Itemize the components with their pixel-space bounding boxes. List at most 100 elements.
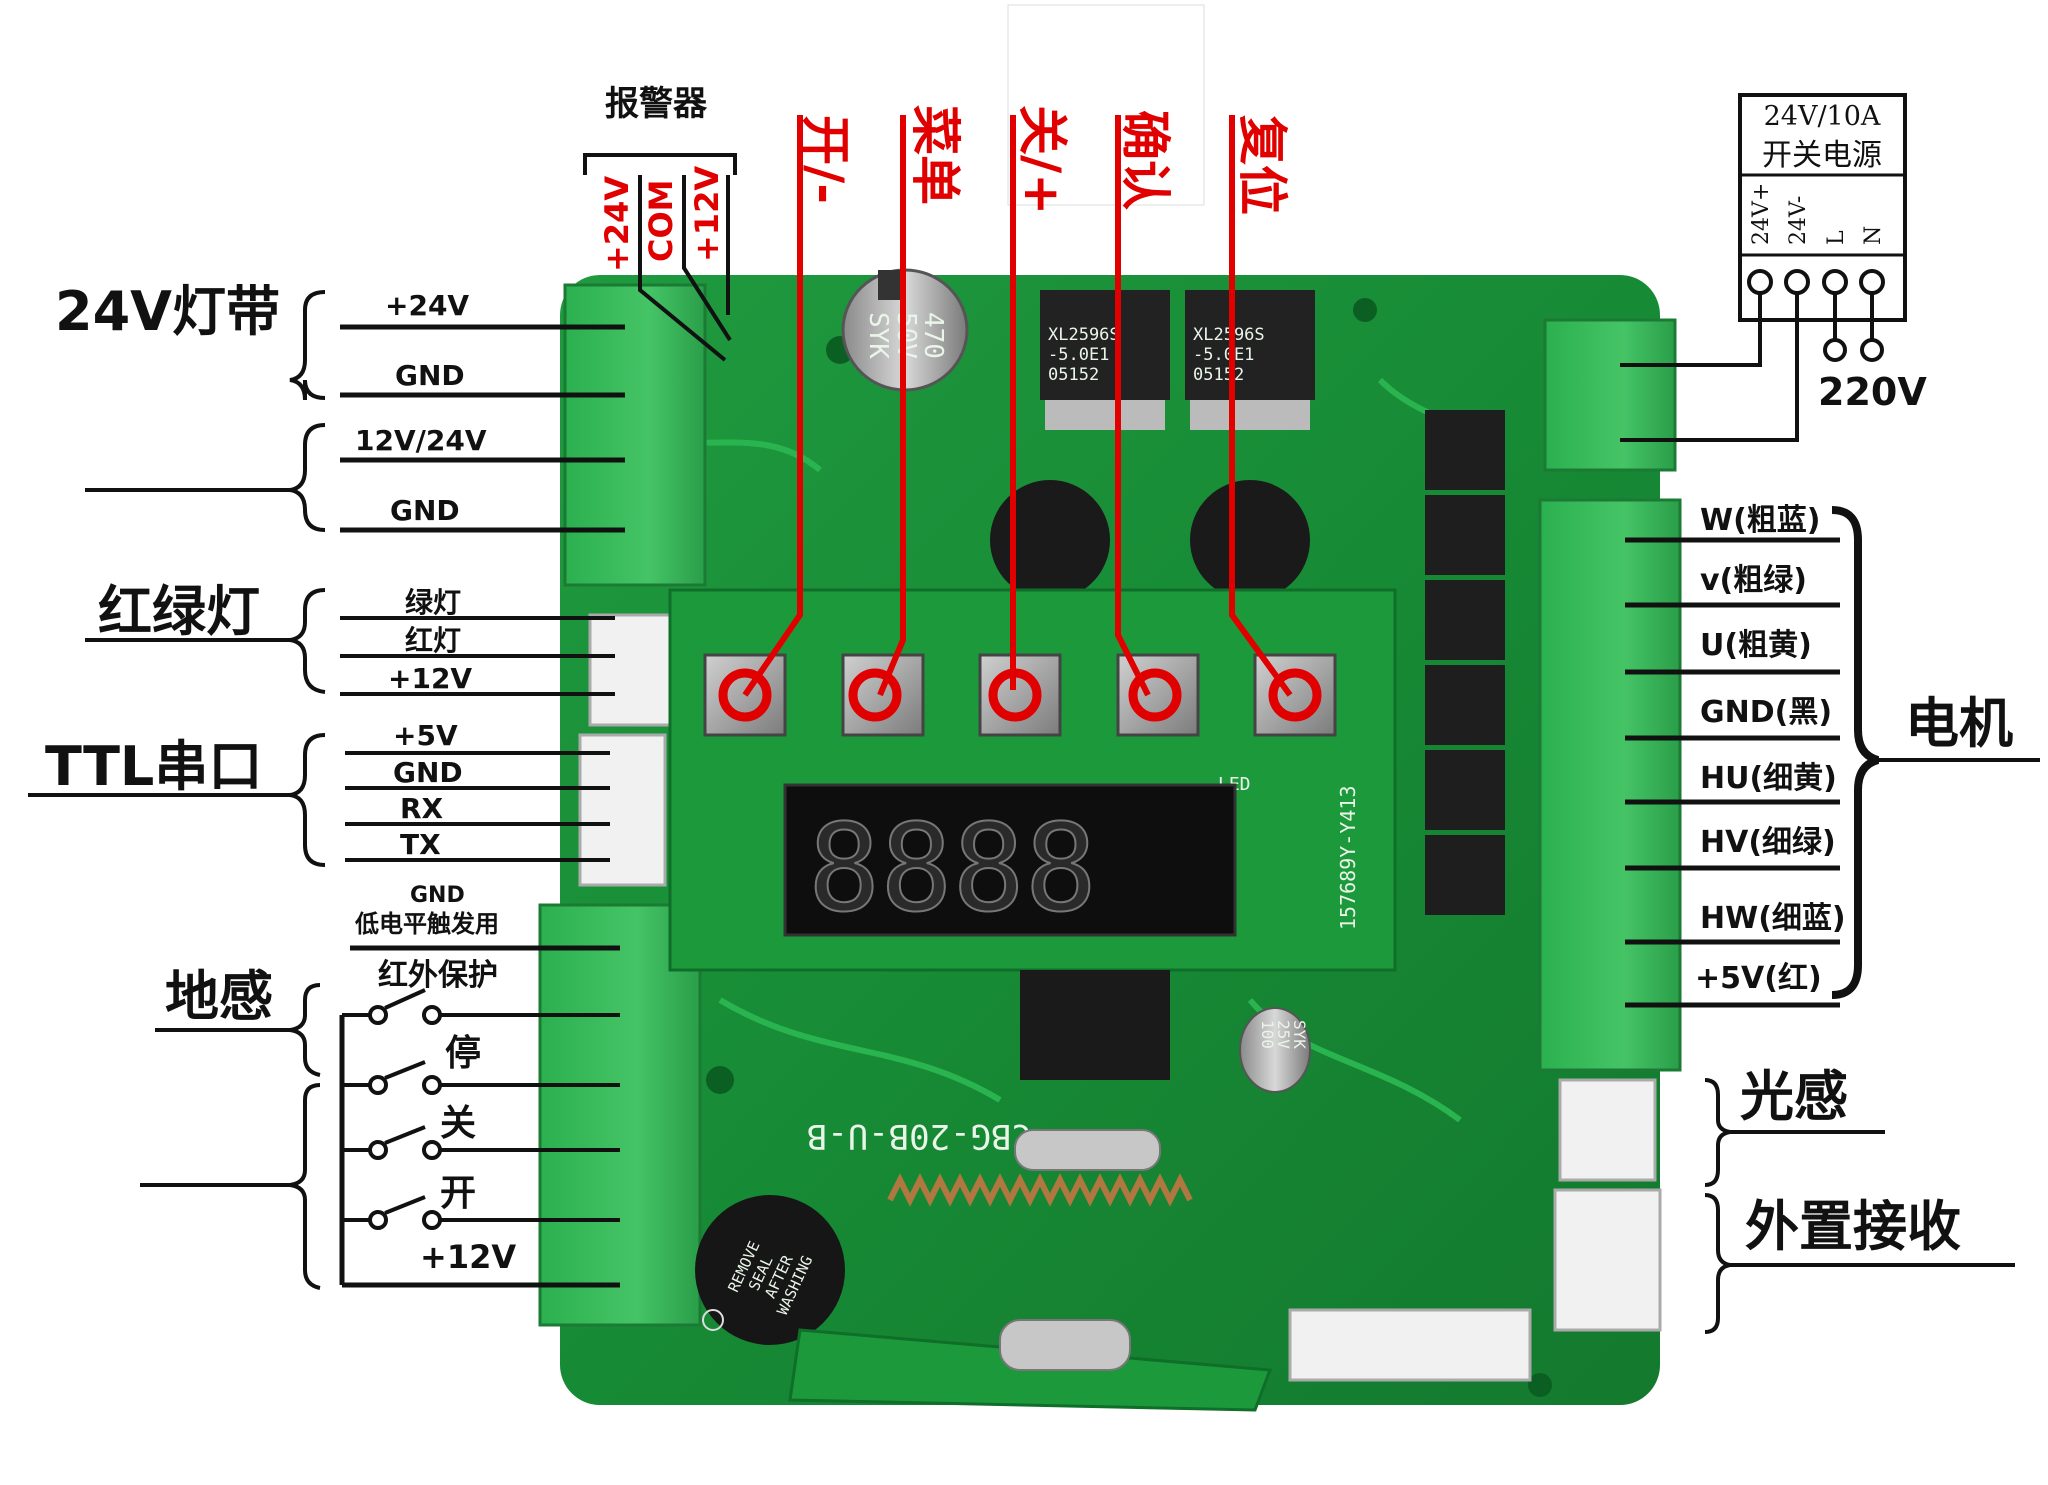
light-sensor-group: 光感 bbox=[1704, 1065, 1885, 1187]
motor-pin-hw: HW(细蓝) bbox=[1700, 901, 1846, 936]
psu-term-3: L bbox=[1824, 230, 1849, 245]
reg1-line1: XL2596S bbox=[1048, 325, 1120, 345]
ttl-pin-5v: +5V bbox=[393, 719, 458, 752]
tactile-buttons bbox=[703, 653, 1337, 737]
reg1-line2: -5.0E1 bbox=[1048, 345, 1109, 365]
motor-title: 电机 bbox=[1905, 692, 2013, 755]
btn-marker-open bbox=[718, 668, 772, 722]
inductor-1 bbox=[990, 480, 1110, 600]
motor-pin-v: v(粗绿) bbox=[1700, 563, 1807, 598]
terminal-left-top bbox=[563, 283, 707, 587]
external-receiver-title: 外置接收 bbox=[1745, 1195, 1961, 1258]
traffic-pin-red: 红灯 bbox=[405, 624, 461, 657]
reg1-line3: 05152 bbox=[1048, 365, 1099, 385]
cap-small-2: 25V bbox=[1274, 1020, 1293, 1049]
reg2-line2: -5.0E1 bbox=[1193, 345, 1254, 365]
inductor-2 bbox=[1190, 480, 1310, 600]
photo-patch bbox=[1007, 4, 1205, 206]
btn-label-open: 开/- bbox=[796, 115, 854, 204]
light-sensor-title: 光感 bbox=[1740, 1065, 1848, 1128]
btn-marker-menu bbox=[848, 668, 902, 722]
jst-traffic-light bbox=[588, 613, 672, 727]
btn-label-menu: 菜单 bbox=[906, 105, 964, 205]
aux-pin-12-24v: 12V/24V bbox=[355, 424, 487, 457]
btn-label-close: 关/+ bbox=[1013, 105, 1071, 215]
ground-sense-title: 地感 bbox=[165, 965, 273, 1028]
ttl-title: TTL串口 bbox=[45, 735, 262, 798]
alarm-group: 报警器 +24V COM +12V bbox=[583, 84, 737, 362]
btn-label-confirm: 确认 bbox=[1116, 110, 1174, 210]
board-model: CBG-20B-U-B bbox=[807, 1116, 1032, 1156]
btn-marker-reset bbox=[1268, 668, 1322, 722]
alarm-pin-12v: +12V bbox=[688, 166, 726, 262]
psu-term-1: 24V+ bbox=[1749, 183, 1774, 245]
motor-pin-w: W(粗蓝) bbox=[1700, 503, 1821, 538]
aux-pin-gnd: GND bbox=[390, 494, 460, 527]
svg-text:8888: 8888 bbox=[808, 800, 1097, 939]
spring-antenna bbox=[887, 1173, 1193, 1207]
motor-pin-5v: +5V(红) bbox=[1695, 961, 1822, 996]
motor-pin-hv: HV(细绿) bbox=[1700, 825, 1836, 860]
ground-pin-open: 开 bbox=[440, 1173, 476, 1214]
external-receiver-group: 外置接收 bbox=[1704, 1193, 2015, 1334]
crystal bbox=[1014, 1129, 1161, 1171]
alarm-pin-24v: +24V bbox=[598, 176, 636, 272]
ground-sense-group: 地感 GND 低电平触发用 红外保护 停 关 开 +12V bbox=[140, 883, 620, 1290]
btn-marker-close bbox=[988, 668, 1042, 722]
btn-marker-confirm bbox=[1128, 668, 1182, 722]
ground-pin-gnd: GND bbox=[410, 883, 465, 908]
motor-group: W(粗蓝) v(粗绿) U(粗黄) GND(黑) HU(细黄) HV(细绿) H… bbox=[1625, 503, 2040, 1008]
psu-spec: 24V/10A bbox=[1764, 101, 1881, 132]
seven-segment-display: 8888 bbox=[783, 783, 1237, 940]
aux-power-group: 12V/24V GND bbox=[85, 423, 625, 533]
traffic-light-title: 红绿灯 bbox=[98, 580, 260, 643]
psu-term-4: N bbox=[1861, 226, 1886, 245]
jst-bottom bbox=[1288, 1308, 1532, 1382]
psu-term-2: 24V- bbox=[1786, 196, 1811, 245]
reg2-line1: XL2596S bbox=[1193, 325, 1265, 345]
jst-external-receiver bbox=[1553, 1188, 1662, 1332]
traffic-pin-12v: +12V bbox=[388, 662, 472, 695]
regulator-2: XL2596S -5.0E1 05152 bbox=[1185, 290, 1315, 430]
terminal-power bbox=[1543, 318, 1677, 472]
cap-large-text-3: SYK bbox=[863, 312, 893, 359]
alarm-pin-com: COM bbox=[642, 179, 680, 262]
ttl-pin-tx: TX bbox=[400, 828, 441, 861]
ttl-group: TTL串口 +5V GND RX TX bbox=[28, 719, 610, 867]
button-labels: 开/- 菜单 关/+ 确认 复位 bbox=[796, 105, 1291, 215]
cap-small-3: SYK bbox=[1290, 1020, 1309, 1049]
traffic-pin-green: 绿灯 bbox=[405, 586, 461, 619]
buzzer: REMOVE SEAL AFTER WASHING bbox=[695, 1195, 845, 1345]
ground-pin-close: 关 bbox=[440, 1103, 476, 1144]
btn-label-reset: 复位 bbox=[1233, 115, 1291, 215]
capacitor-small: 100 25V SYK bbox=[1239, 1007, 1311, 1093]
motor-pin-gnd: GND(黑) bbox=[1700, 695, 1832, 730]
ground-pin-ir: 红外保护 bbox=[378, 958, 498, 993]
jst-ttl bbox=[578, 733, 667, 887]
ground-pin-stop: 停 bbox=[445, 1033, 481, 1074]
display-code: 157689Y-Y413 bbox=[1336, 786, 1360, 931]
power-supply-box: 24V/10A 开关电源 24V+ 24V- L N 220V bbox=[1620, 93, 1927, 442]
motor-pin-u: U(粗黄) bbox=[1700, 628, 1812, 663]
ground-pin-12v: +12V bbox=[420, 1238, 516, 1276]
ground-pin-low-trigger: 低电平触发用 bbox=[354, 910, 499, 938]
cap-small-1: 100 bbox=[1258, 1020, 1277, 1049]
jst-light-sensor bbox=[1558, 1078, 1657, 1182]
alarm-title: 报警器 bbox=[605, 84, 708, 124]
led-strip-title: 24V灯带 bbox=[55, 280, 280, 343]
reg2-line3: 05152 bbox=[1193, 365, 1244, 385]
terminal-motor bbox=[1538, 498, 1682, 1072]
led-strip-pin-gnd: GND bbox=[395, 359, 465, 392]
ttl-pin-rx: RX bbox=[400, 792, 444, 825]
button-markers bbox=[718, 668, 1322, 722]
mosfet-column bbox=[1425, 410, 1505, 915]
terminal-left-bottom bbox=[538, 903, 702, 1327]
traffic-light-group: 红绿灯 绿灯 红灯 +12V bbox=[85, 580, 615, 696]
psu-name: 开关电源 bbox=[1762, 138, 1882, 173]
ttl-pin-gnd: GND bbox=[393, 756, 463, 789]
mains-label: 220V bbox=[1818, 370, 1927, 414]
rf-module bbox=[788, 1319, 1273, 1412]
motor-pin-hu: HU(细黄) bbox=[1700, 761, 1837, 796]
regulator-1: XL2596S -5.0E1 05152 bbox=[1040, 290, 1170, 430]
